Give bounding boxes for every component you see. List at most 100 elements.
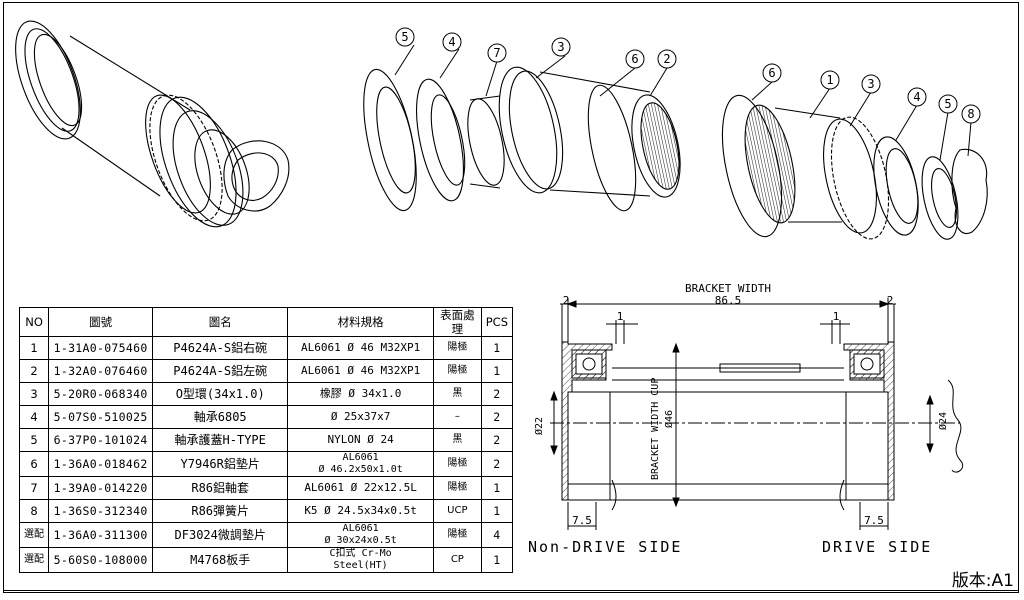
bracket-width-label: BRACKET WIDTH <box>685 282 771 295</box>
balloon-number: 5 <box>401 30 408 44</box>
cell-finish: 黑 <box>432 428 482 452</box>
cell-no: 4 <box>18 405 50 429</box>
cell-name: 軸承6805 <box>152 405 289 429</box>
right-dia: Ø24 <box>937 412 949 430</box>
gap-left-dim: 1 <box>617 310 624 323</box>
flange-left-dim: 2 <box>563 294 570 307</box>
header-spec: 材料規格 <box>287 307 434 337</box>
assembled-bracket-view <box>15 20 290 228</box>
cell-spec-line: Steel(HT) <box>333 560 388 571</box>
cell-no: 1 <box>18 336 50 360</box>
cell-name: R86鋁軸套 <box>152 476 289 500</box>
cell-no: 3 <box>18 382 50 406</box>
cell-code: 1-39A0-014220 <box>48 476 154 500</box>
balloon-6b <box>762 63 782 83</box>
cell-spec: AL6061 Ø 46 M32XP1 <box>287 359 434 383</box>
cell-finish: UCP <box>432 499 482 523</box>
wave-spring <box>947 379 964 473</box>
balloon-number: 3 <box>867 77 874 91</box>
cell-code: 1-36A0-311300 <box>48 522 154 548</box>
cell-finish: 陽極 <box>432 476 482 500</box>
balloon-7 <box>487 43 507 63</box>
cell-name: Y7946R鋁墊片 <box>152 451 289 477</box>
cell-name: P4624A-S鋁右碗 <box>152 336 289 360</box>
cell-finish: 陽極 <box>432 359 482 383</box>
cell-spec-line: AL6061 <box>342 452 379 463</box>
balloon-number: 8 <box>967 107 974 121</box>
cell-spec: 橡膠 Ø 34x1.0 <box>287 382 434 406</box>
non-drive-side-label: Non-DRIVE SIDE <box>528 538 683 556</box>
cell-pcs: 1 <box>480 359 514 383</box>
table-header-row: NO 圖號 圖名 材料規格 表面處理 PCS <box>18 307 514 337</box>
balloon-3b <box>861 74 881 94</box>
cell-name: O型環(34x1.0) <box>152 382 289 406</box>
cup-label: BRACKET WIDTH CUP <box>650 378 661 480</box>
cell-no: 5 <box>18 428 50 452</box>
cell-spec: K5 Ø 24.5x34x0.5t <box>287 499 434 523</box>
balloon-5b <box>938 94 958 114</box>
cell-pcs: 2 <box>480 451 514 477</box>
header-name: 圖名 <box>152 307 289 337</box>
balloon-2 <box>657 49 677 69</box>
cell-spec-line: AL6061 <box>342 523 379 534</box>
cell-name: M4768板手 <box>152 547 289 573</box>
cell-finish: 陽極 <box>432 336 482 360</box>
cell-pcs: 2 <box>480 405 514 429</box>
balloon-6 <box>625 49 645 69</box>
isometric-views: 5 4 7 3 6 2 6 1 3 4 5 8 <box>15 20 988 240</box>
balloon-callouts <box>394 27 981 161</box>
cell-finish: – <box>432 405 482 429</box>
cell-finish: 陽極 <box>432 451 482 477</box>
cell-code: 1-36S0-312340 <box>48 499 154 523</box>
balloon-number: 5 <box>944 97 951 111</box>
version-label: 版本:A1 <box>951 571 1014 591</box>
balloon-4b <box>907 87 927 107</box>
cup-dia: Ø46 <box>663 410 675 428</box>
cell-no: 7 <box>18 476 50 500</box>
balloon-8 <box>961 104 981 124</box>
exploded-left-view <box>363 66 681 212</box>
cell-code: 6-37P0-101024 <box>48 428 154 452</box>
cell-no: 選配 <box>18 547 50 573</box>
cell-spec: AL6061 Ø 46 M32XP1 <box>287 336 434 360</box>
balloon-number: 1 <box>826 73 833 87</box>
balloon-number: 2 <box>663 52 670 66</box>
cell-code: 1-32A0-076460 <box>48 359 154 383</box>
header-no: NO <box>18 307 50 337</box>
balloon-4 <box>442 32 462 52</box>
cell-pcs: 1 <box>480 499 514 523</box>
cell-name: P4624A-S鋁左碗 <box>152 359 289 383</box>
flange-right-dim: 2 <box>887 294 894 307</box>
cell-no: 2 <box>18 359 50 383</box>
header-code: 圖號 <box>48 307 154 337</box>
cell-spec: NYLON Ø 24 <box>287 428 434 452</box>
cell-no: 6 <box>18 451 50 477</box>
balloon-3 <box>551 37 571 57</box>
balloon-number: 6 <box>768 66 775 80</box>
cell-finish: CP <box>432 547 482 573</box>
balloon-number: 3 <box>557 40 564 54</box>
title-block-edge <box>3 590 1019 600</box>
cell-finish: 陽極 <box>432 522 482 548</box>
bracket-width-value: 86.5 <box>715 294 742 307</box>
gap-right-dim: 1 <box>833 310 840 323</box>
balloon-number: 4 <box>913 90 920 104</box>
cell-spec-line: Ø 46.2x50x1.0t <box>318 464 403 475</box>
left-dia: Ø22 <box>533 417 545 435</box>
cell-name: DF3024微調墊片 <box>152 522 289 548</box>
balloon-numbers: 5 4 7 3 6 2 6 1 3 4 5 8 <box>401 30 974 121</box>
balloon-1 <box>820 70 840 90</box>
